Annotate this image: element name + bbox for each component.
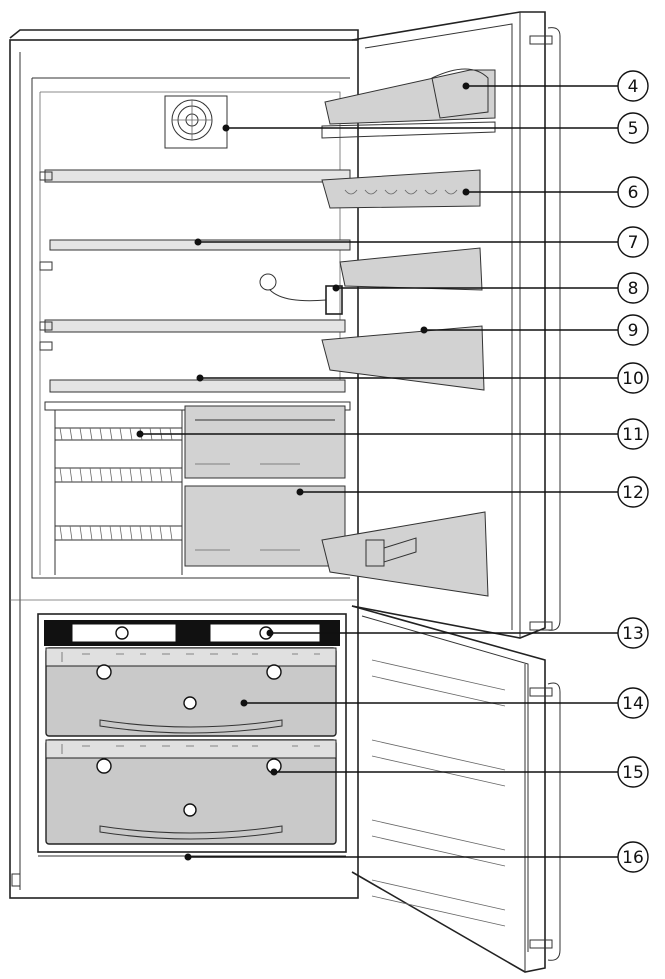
callout-16: 16 <box>617 841 649 873</box>
callout-12: 12 <box>617 476 649 508</box>
callout-4: 4 <box>617 70 649 102</box>
callout-15-label: 15 <box>622 763 644 783</box>
callout-8-label: 8 <box>628 279 639 299</box>
callout-11: 11 <box>617 418 649 450</box>
bottle-racks <box>44 401 351 575</box>
fan-unit <box>164 95 228 149</box>
cabinet <box>9 29 359 899</box>
callout-9-label: 9 <box>628 321 639 341</box>
callout-10: 10 <box>617 362 649 394</box>
callout-6-label: 6 <box>628 183 639 203</box>
rack-middle <box>55 467 182 483</box>
callout-11-label: 11 <box>622 425 644 445</box>
glass-shelves <box>39 169 351 393</box>
rack-upper <box>55 427 182 441</box>
sensor-cable <box>259 273 343 315</box>
callout-14-label: 14 <box>622 694 644 714</box>
callout-13-label: 13 <box>622 624 644 644</box>
callout-5: 5 <box>617 112 649 144</box>
callout-16-label: 16 <box>622 848 644 868</box>
callout-7-label: 7 <box>628 233 639 253</box>
callouts: 4 5 6 7 8 <box>136 70 649 873</box>
freezer-drawer-top <box>45 647 337 737</box>
callout-4-label: 4 <box>628 77 639 97</box>
callout-15: 15 <box>617 756 649 788</box>
rack-lower <box>55 525 182 541</box>
callout-9: 9 <box>617 314 649 346</box>
door-bins <box>321 68 496 597</box>
callout-6: 6 <box>617 176 649 208</box>
callout-13: 13 <box>617 617 649 649</box>
callout-12-label: 12 <box>622 483 644 503</box>
freezer-drawer-bottom <box>45 739 337 845</box>
freezer-compartment <box>37 613 347 853</box>
crisper-drawers <box>184 405 346 567</box>
callout-7: 7 <box>617 226 649 258</box>
callout-8: 8 <box>617 272 649 304</box>
callout-14: 14 <box>617 687 649 719</box>
freezer-door <box>351 605 561 973</box>
callout-5-label: 5 <box>628 119 639 139</box>
callout-10-label: 10 <box>622 369 644 389</box>
